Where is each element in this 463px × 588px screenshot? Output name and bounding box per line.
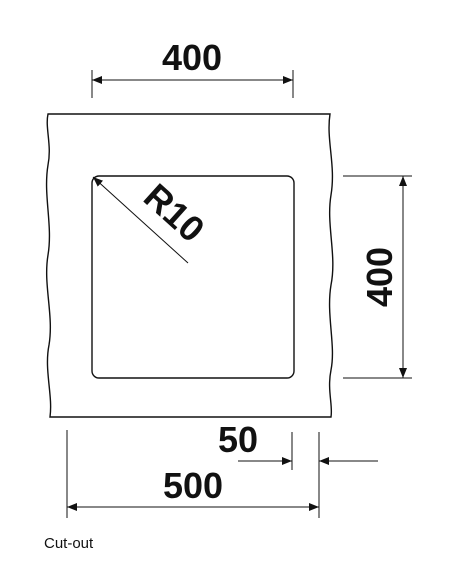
corner-radius-dimension: R10 xyxy=(92,175,213,264)
corner-radius-label: R10 xyxy=(136,175,213,250)
right-height-label: 400 xyxy=(359,247,400,307)
offset-label: 50 xyxy=(218,419,258,460)
bottom-width-dimension: 500 xyxy=(66,430,319,518)
cutout-opening xyxy=(91,175,295,379)
caption: Cut-out xyxy=(44,535,94,552)
right-height-dimension: 400 xyxy=(343,175,412,379)
bottom-width-label: 500 xyxy=(163,465,223,506)
top-width-dimension: 400 xyxy=(91,37,294,98)
offset-dimension: 50 xyxy=(218,419,378,518)
top-width-label: 400 xyxy=(162,37,222,78)
worktop-outline xyxy=(45,113,334,418)
